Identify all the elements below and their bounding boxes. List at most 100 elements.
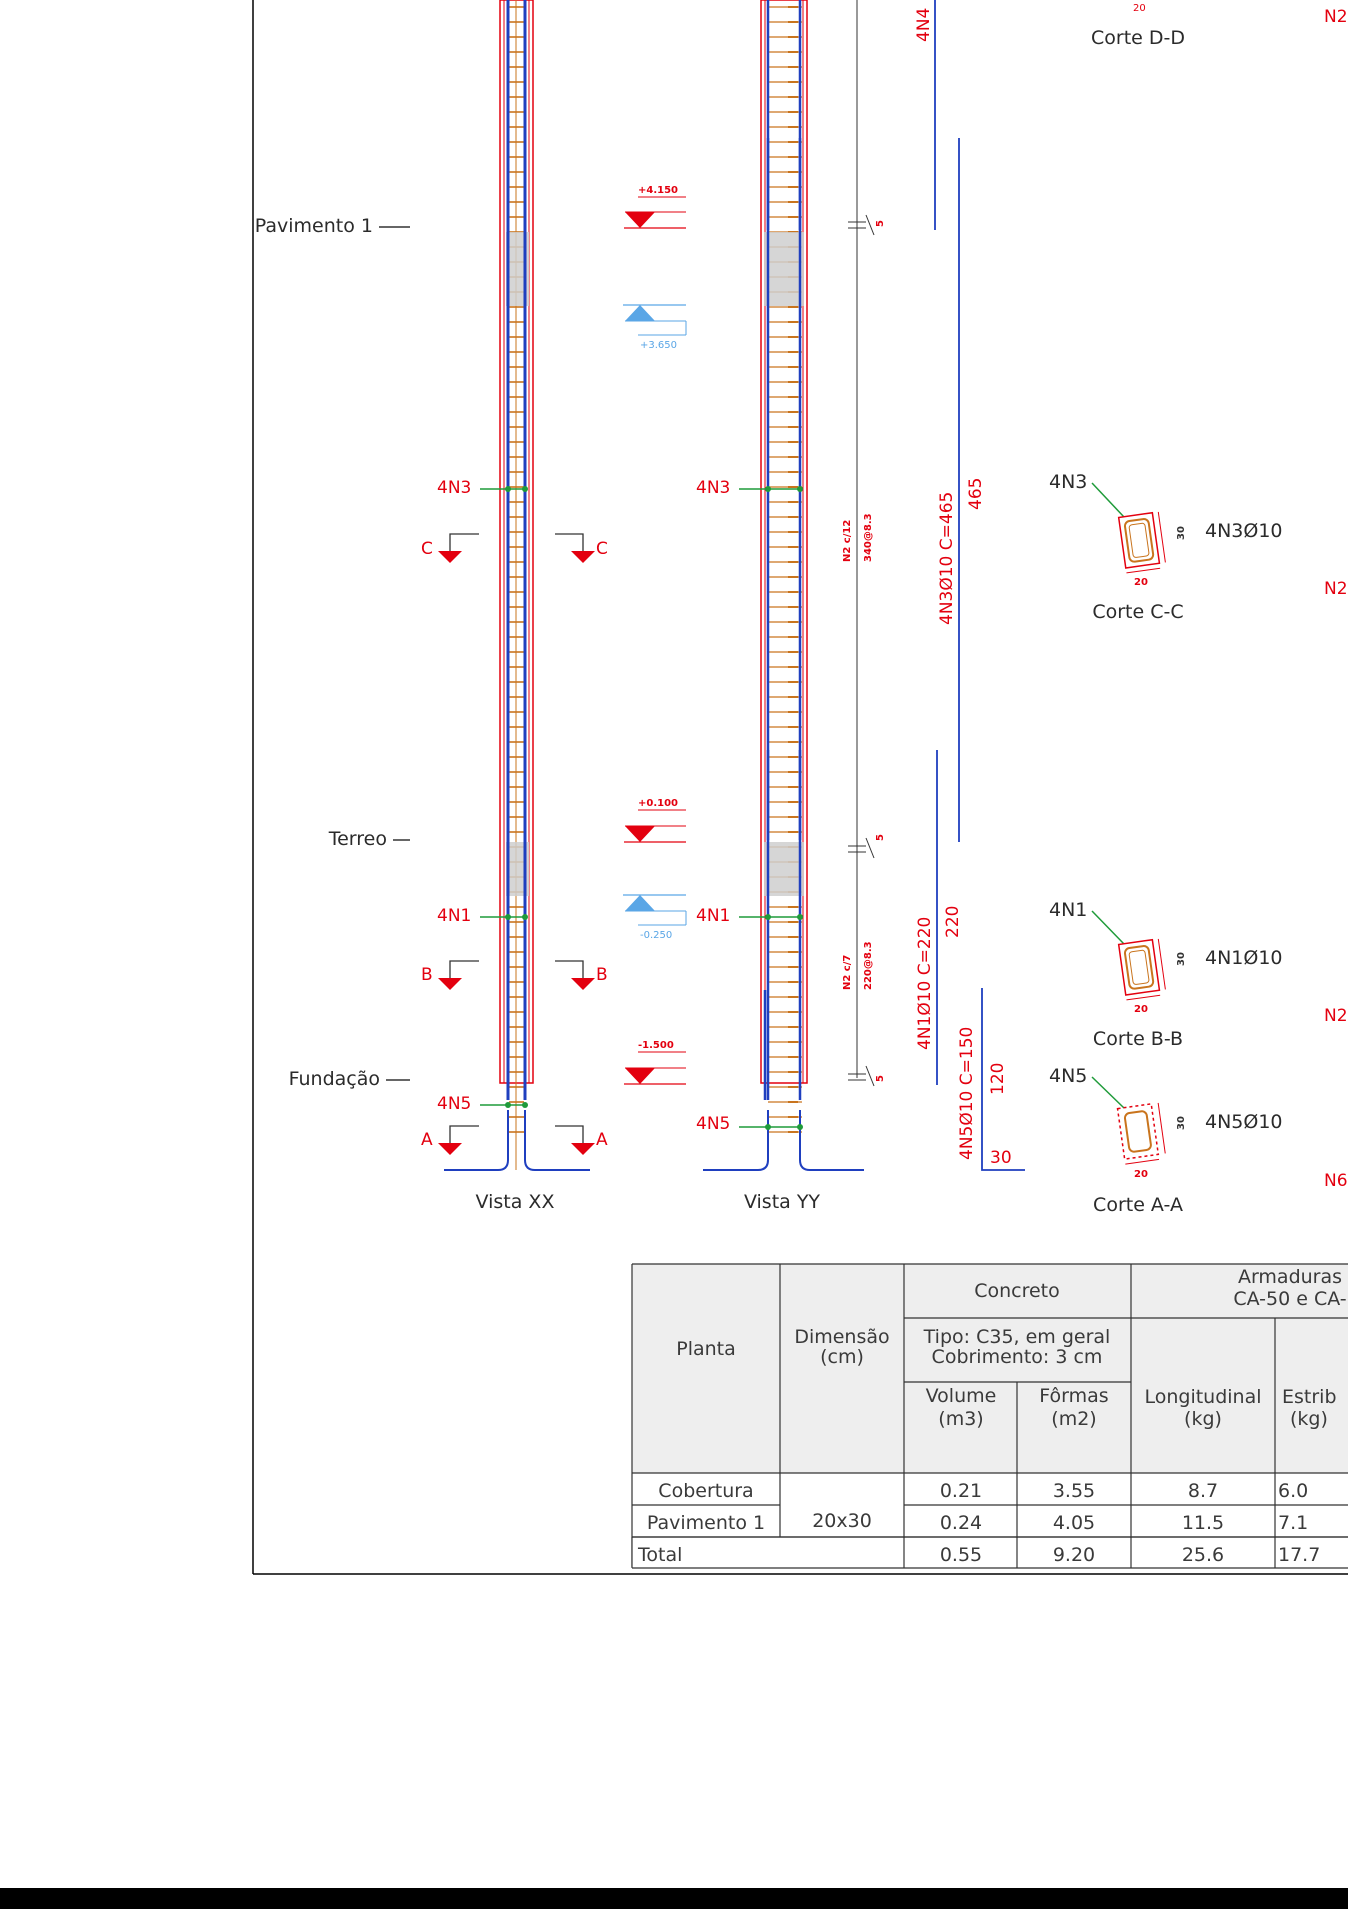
th-tipo: Tipo: C35, em geral [923,1326,1111,1348]
level-label-pavimento1: Pavimento 1 [255,215,373,237]
elevation-bot-terreo: -0.250 [623,894,687,941]
mark-4n1-yy: 4N1 [696,906,730,926]
svg-text:20: 20 [1133,3,1146,14]
right-edge-marks: N2 N2 N2 N6 [1324,7,1348,1191]
section-c-c-title: Corte C-C [1092,601,1183,623]
svg-text:5: 5 [875,220,886,227]
section-a-a-mark: 4N5 [1049,1065,1087,1087]
column-view-yy [703,0,864,1171]
svg-text:C: C [596,539,608,559]
svg-text:A: A [596,1130,608,1150]
th-dimensao: Dimensão [794,1326,889,1348]
section-a-a-title: Corte A-A [1093,1194,1183,1216]
section-c-c-spec: 4N3Ø10 [1205,520,1283,542]
th-formas-unit: (m2) [1051,1408,1096,1430]
td-formas-0: 3.55 [1053,1480,1095,1502]
elevation-fundacao: -1.500 [624,1040,686,1085]
svg-text:-0.250: -0.250 [640,930,672,941]
td-long-1: 11.5 [1182,1512,1224,1534]
svg-text:5: 5 [875,1075,886,1082]
bar-length-4n3: 465 [966,478,986,510]
svg-text:5: 5 [875,834,886,841]
section-cut-markers: C C B B A A [421,533,608,1155]
elevation-markers: +4.150 +3.650 +0.100 -0.25 [623,185,687,1085]
view-title-yy: Vista YY [744,1191,820,1213]
section-b-b: 4N1 30 20 4N1Ø10 Corte B-B [1049,899,1283,1050]
elevation-bot-pav1: +3.650 [623,304,687,351]
section-c-c-mark: 4N3 [1049,471,1087,493]
bar-label-4n1: 4N1Ø10 C=220 [915,917,935,1050]
mark-4n5-xx: 4N5 [437,1094,471,1114]
sheet-border [252,0,1348,1575]
td-estr-0: 6.0 [1278,1480,1308,1502]
th-longitudinal-unit: (kg) [1184,1408,1222,1430]
section-b-b-mark: 4N1 [1049,899,1087,921]
elevation-top-terreo: +0.100 [624,798,686,843]
svg-text:N2: N2 [1324,1006,1348,1026]
mark-4n3-xx: 4N3 [437,478,471,498]
column-view-xx [444,0,590,1171]
th-estribos-unit: (kg) [1290,1408,1328,1430]
td-dimensao: 20x30 [812,1510,872,1532]
mark-4n1-xx: 4N1 [437,906,471,926]
svg-text:+0.100: +0.100 [638,798,678,809]
th-planta: Planta [676,1338,736,1360]
svg-text:N6: N6 [1324,1171,1348,1191]
svg-text:N2: N2 [1324,7,1348,27]
bar-label-4n4: 4N4 [914,8,934,42]
bar-hook-4n5: 30 [990,1148,1012,1168]
svg-text:-1.500: -1.500 [638,1040,674,1051]
svg-text:20: 20 [1134,577,1148,588]
svg-text:A: A [421,1130,433,1150]
bar-length-4n1: 220 [943,906,963,938]
td-planta-0: Cobertura [658,1480,753,1502]
cut-marker-a-left: A [421,1125,479,1155]
th-armaduras: Armaduras [1238,1266,1342,1288]
stirrup-upper-len: 340@8.3 [863,513,874,562]
svg-text:B: B [596,965,608,985]
td-formas-1: 4.05 [1053,1512,1095,1534]
mark-4n3-yy: 4N3 [696,478,730,498]
bar-marks-yy: 4N3 4N1 4N5 [696,478,803,1134]
stirrup-upper-spec: N2 c/12 [842,520,853,562]
cut-marker-a-right: A [555,1125,608,1155]
svg-text:30: 30 [1176,1116,1187,1130]
bar-label-4n3: 4N3Ø10 C=465 [937,492,957,625]
th-estribos: Estrib [1282,1386,1337,1408]
th-dimensao-unit: (cm) [820,1346,864,1368]
bar-label-4n5: 4N5Ø10 C=150 [957,1027,977,1160]
td-long-0: 8.7 [1188,1480,1218,1502]
th-formas: Fôrmas [1039,1385,1108,1407]
level-label-terreo: Terreo [328,828,387,850]
svg-text:B: B [421,965,433,985]
mark-4n5-yy: 4N5 [696,1114,730,1134]
stirrup-lower-spec: N2 c/7 [842,955,853,990]
section-c-c: 4N3 30 20 4N3Ø10 Corte C-C [1049,471,1283,623]
section-b-b-spec: 4N1Ø10 [1205,947,1283,969]
bar-marks-xx: 4N3 4N1 4N5 [437,478,528,1114]
svg-text:N2: N2 [1324,579,1348,599]
stirrup-lower-len: 220@8.3 [863,941,874,990]
table-total-row [632,1537,1348,1567]
th-longitudinal: Longitudinal [1144,1386,1261,1408]
quantities-table: Planta Dimensão (cm) Concreto Tipo: C35,… [631,1263,1348,1573]
cut-marker-c-right: C [555,533,608,563]
bottom-black-bar [0,1888,1348,1909]
cut-marker-b-right: B [555,960,608,990]
svg-text:30: 30 [1176,526,1187,540]
svg-text:+4.150: +4.150 [638,185,678,196]
th-volume-unit: (m3) [938,1408,983,1430]
level-label-fundacao: Fundação [289,1068,380,1090]
td-estr-1: 7.1 [1278,1512,1308,1534]
level-markers: Pavimento 1 Terreo Fundação [255,215,410,1090]
section-d-d-title: Corte D-D [1091,27,1185,49]
td-volume-0: 0.21 [940,1480,982,1502]
th-concreto: Concreto [974,1280,1060,1302]
bar-length-4n5: 120 [988,1063,1008,1095]
th-volume: Volume [926,1385,997,1407]
section-a-a-spec: 4N5Ø10 [1205,1111,1283,1133]
section-a-a: 4N5 30 20 4N5Ø10 Corte A-A [1049,1065,1283,1216]
cut-marker-b-left: B [421,960,479,990]
section-b-b-title: Corte B-B [1093,1028,1183,1050]
